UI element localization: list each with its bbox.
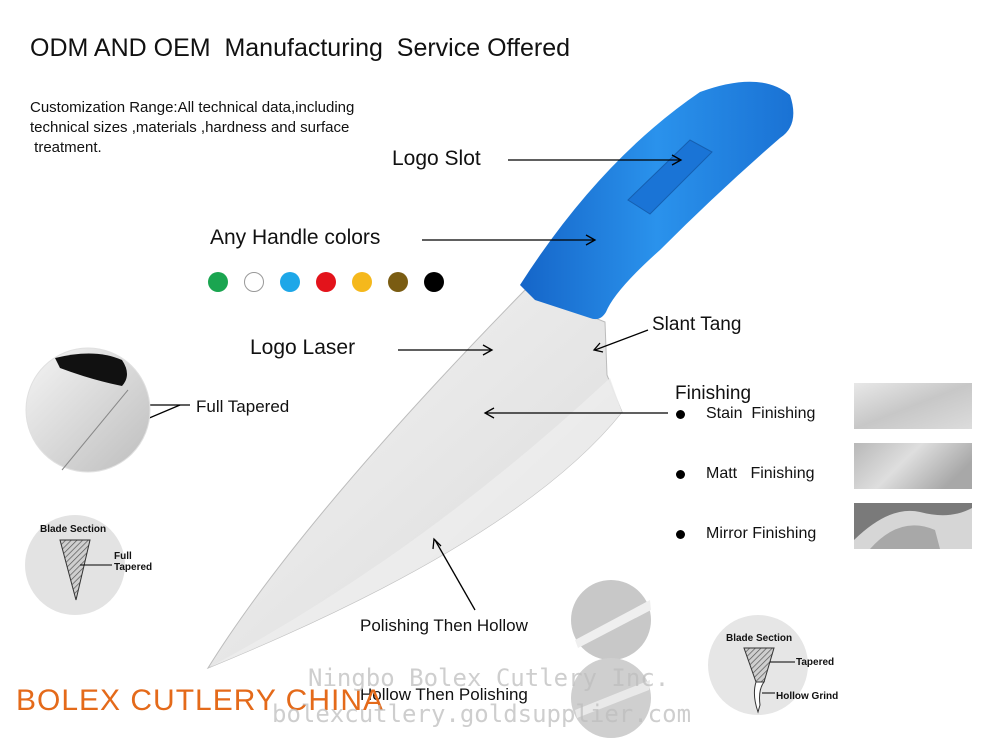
bullet-icon <box>676 410 685 419</box>
finishing-item-matt: Matt Finishing <box>706 465 815 482</box>
blade-section-left-label-2: Tapered <box>114 562 153 573</box>
finishing-textures <box>854 383 972 549</box>
swatch-green <box>208 272 228 292</box>
blade-section-right-diagram <box>708 615 808 715</box>
swatch-brown <box>388 272 408 292</box>
blade-section-right-tapered: Tapered <box>796 657 835 668</box>
customization-note: Customization Range:All technical data,i… <box>30 98 410 158</box>
blade-section-right-hollow-grind: Hollow Grind <box>776 691 839 702</box>
blade-section-right-title: Blade Section <box>726 633 793 644</box>
intro-line-3: treatment. <box>30 139 102 156</box>
swatch-red <box>316 272 336 292</box>
full-tapered-label: Full Tapered <box>196 397 290 416</box>
full-tapered-inset <box>25 347 151 473</box>
intro-line-2: technical sizes ,materials ,hardness and… <box>30 119 350 136</box>
swatch-white <box>244 272 264 292</box>
bullet-icon <box>676 470 685 479</box>
intro-line-1: Customization Range:All technical data,i… <box>30 99 355 116</box>
knife-blade <box>206 289 623 670</box>
bullet-icon <box>676 530 685 539</box>
blade-section-left-label-1: Full <box>114 551 132 562</box>
polish-samples <box>571 580 651 738</box>
finishing-title: Finishing <box>675 383 752 404</box>
swatch-light-blue <box>280 272 300 292</box>
finishing-item-mirror: Mirror Finishing <box>706 525 817 542</box>
logo-laser-label: Logo Laser <box>250 336 356 359</box>
logo-slot-label: Logo Slot <box>392 147 481 170</box>
brand-logo-text: BOLEX CUTLERY CHINA <box>16 684 384 717</box>
swatch-yellow <box>352 272 372 292</box>
hollow-then-polishing-label: Hollow Then Polishing <box>360 685 528 704</box>
page-title: ODM AND OEM Manufacturing Service Offere… <box>30 34 571 62</box>
slant-tang-label: Slant Tang <box>652 314 742 335</box>
handle-colors-label: Any Handle colors <box>210 226 381 249</box>
blade-section-left-diagram <box>25 515 125 615</box>
polishing-then-hollow-label: Polishing Then Hollow <box>360 616 528 635</box>
blade-section-left-title: Blade Section <box>40 524 107 535</box>
handle-color-swatches <box>208 272 444 292</box>
knife-handle <box>520 81 794 320</box>
watermark-line-1: Ningbo Bolex Cutlery Inc. <box>308 664 670 692</box>
swatch-black <box>424 272 444 292</box>
watermark-line-2: bolexcutlery.goldsupplier.com <box>272 700 692 728</box>
finishing-item-stain: Stain Finishing <box>706 405 816 422</box>
